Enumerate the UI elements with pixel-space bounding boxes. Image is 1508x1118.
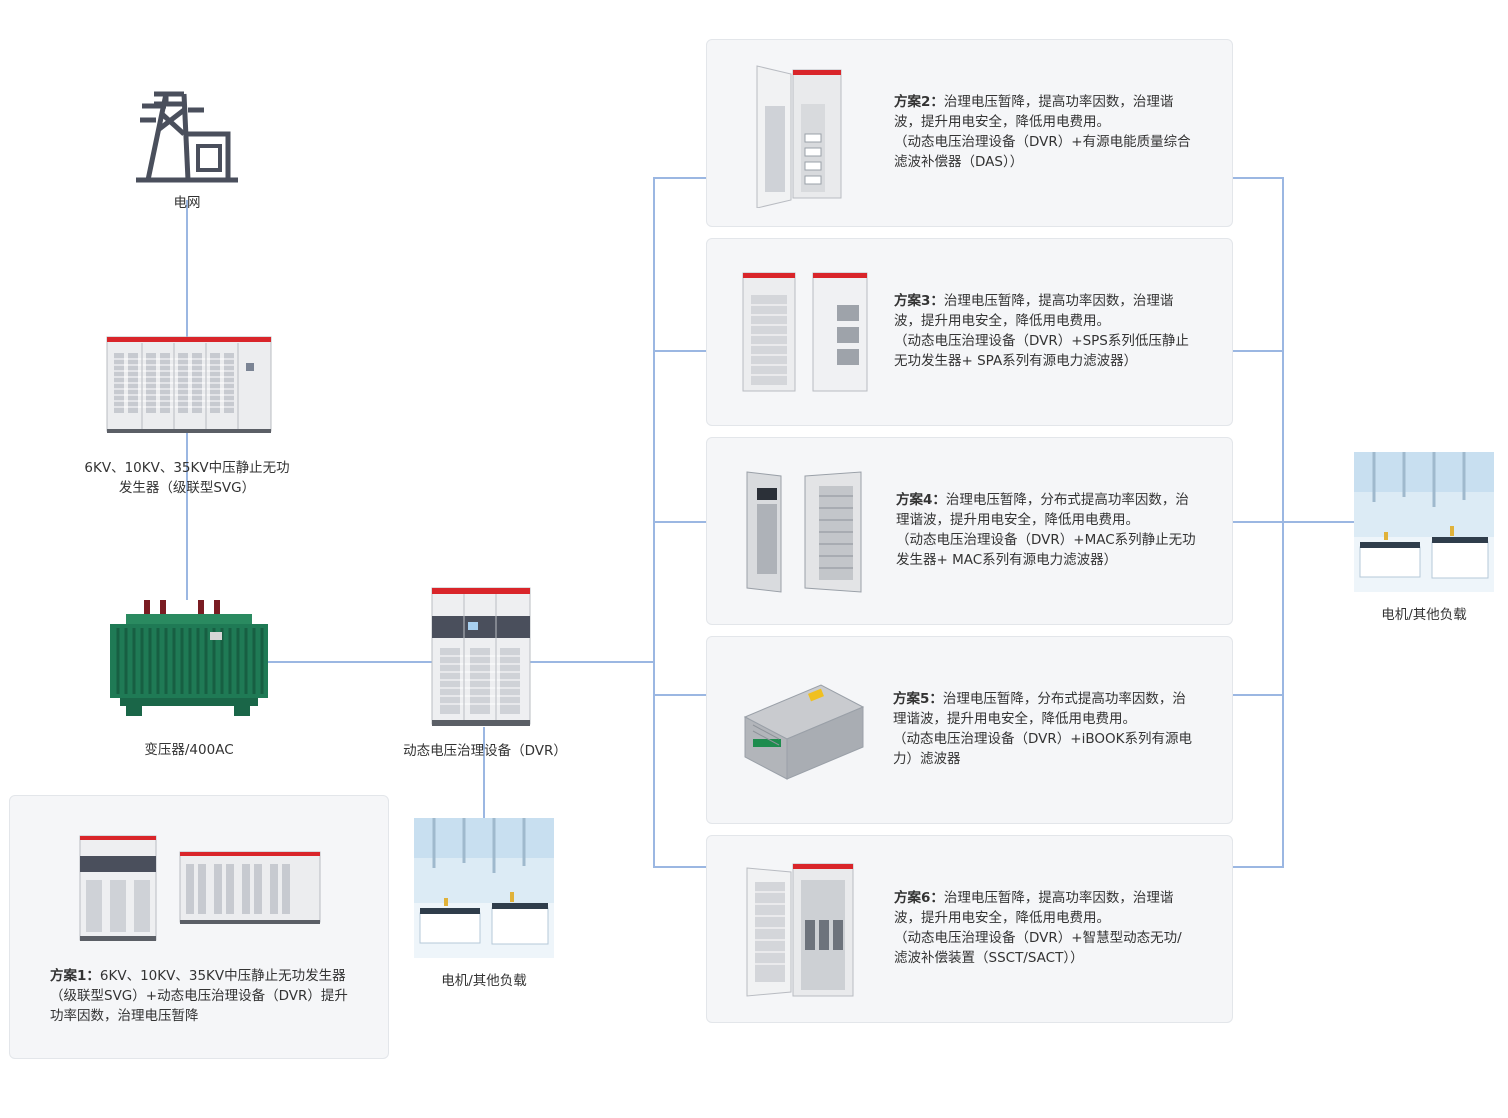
scheme1-description: 6KV、10KV、35KV中压静止无功发生器（级联型SVG）+动态电压治理设备（… [50,968,348,1024]
scheme2-detail: （动态电压治理设备（DVR）+有源电能质量综合滤波补偿器（DAS）） [894,134,1191,170]
scheme1-title: 方案1： [50,968,100,984]
svg-cabinet-image [106,333,272,435]
scheme2-card: 方案2：治理电压暂降，提高功率因数，治理谐波，提升用电安全，降低用电费用。 （动… [706,39,1233,227]
dvr-label: 动态电压治理设备（DVR） [403,743,567,759]
scheme4-device-image [743,468,873,594]
scheme3-card: 方案3：治理电压暂降，提高功率因数，治理谐波，提升用电安全，降低用电费用。 （动… [706,238,1233,426]
grid-label: 电网 [173,195,201,211]
scheme4-description: 治理电压暂降，分布式提高功率因数，治理谐波，提升用电安全，降低用电费用。 [896,492,1189,528]
lab-load-image [414,818,554,958]
scheme6-title: 方案6： [894,890,944,906]
scheme2-title: 方案2： [894,94,944,110]
scheme2-device-image [753,64,849,208]
scheme3-description: 治理电压暂降，提高功率因数，治理谐波，提升用电安全，降低用电费用。 [894,293,1174,329]
scheme4-title: 方案4： [896,492,946,508]
transformer-label: 变压器/400AC [144,742,234,758]
right-branch-2 [1233,177,1284,179]
bus-branch-3 [653,350,706,352]
dvr-cabinet-image [430,586,532,728]
right-branch-3 [1233,350,1284,352]
scheme3-detail: （动态电压治理设备（DVR）+SPS系列低压静止无功发生器+ SPA系列有源电力… [894,333,1189,369]
load-right-label: 电机/其他负载 [1381,607,1467,623]
bus-branch-6 [653,866,706,868]
load-center-label: 电机/其他负载 [441,973,527,989]
connector-dvr-to-bus [530,661,655,663]
scheme3-title: 方案3： [894,293,944,309]
scheme6-text: 方案6：治理电压暂降，提高功率因数，治理谐波，提升用电安全，降低用电费用。 （动… [894,888,1194,968]
scheme2-description: 治理电压暂降，提高功率因数，治理谐波，提升用电安全，降低用电费用。 [894,94,1174,130]
scheme5-description: 治理电压暂降，分布式提高功率因数，治理谐波，提升用电安全，降低用电费用。 [893,691,1186,727]
scheme1-devices-image [78,832,324,944]
bus-branch-4 [653,521,706,523]
right-branch-6 [1233,866,1284,868]
scheme5-text: 方案5：治理电压暂降，分布式提高功率因数，治理谐波，提升用电安全，降低用电费用。… [893,689,1193,769]
scheme6-device-image [745,860,857,1000]
svg-device-label: 6KV、10KV、35KV中压静止无功发生器（级联型SVG） [84,460,290,496]
scheme2-text: 方案2：治理电压暂降，提高功率因数，治理谐波，提升用电安全，降低用电费用。 （动… [894,92,1194,172]
lab-load-image-right [1354,452,1494,592]
scheme5-device-image [743,681,865,781]
power-tower-icon [136,90,238,184]
bus-branch-5 [653,694,706,696]
scheme4-text: 方案4：治理电压暂降，分布式提高功率因数，治理谐波，提升用电安全，降低用电费用。… [896,490,1196,570]
scheme3-text: 方案3：治理电压暂降，提高功率因数，治理谐波，提升用电安全，降低用电费用。 （动… [894,291,1199,371]
scheme5-detail: （动态电压治理设备（DVR）+iBOOK系列有源电力）滤波器 [893,731,1192,767]
scheme1-text: 方案1：6KV、10KV、35KV中压静止无功发生器（级联型SVG）+动态电压治… [50,966,360,1026]
right-branch-4 [1233,521,1284,523]
scheme6-card: 方案6：治理电压暂降，提高功率因数，治理谐波，提升用电安全，降低用电费用。 （动… [706,835,1233,1023]
transformer-image [106,598,272,720]
scheme4-card: 方案4：治理电压暂降，分布式提高功率因数，治理谐波，提升用电安全，降低用电费用。… [706,437,1233,625]
scheme4-detail: （动态电压治理设备（DVR）+MAC系列静止无功发生器+ MAC系列有源电力滤波… [896,532,1196,568]
scheme3-device-image [741,269,871,395]
bus-branch-2 [653,177,706,179]
scheme1-card: 方案1：6KV、10KV、35KV中压静止无功发生器（级联型SVG）+动态电压治… [9,795,389,1059]
connector-dvr-to-load [483,727,485,820]
scheme6-detail: （动态电压治理设备（DVR）+智慧型动态无功/滤波补偿装置（SSCT/SACT）… [894,930,1182,966]
right-branch-5 [1233,694,1284,696]
connector-right-bus-to-load [1282,521,1354,523]
connector-transformer-to-dvr [266,661,432,663]
scheme6-description: 治理电压暂降，提高功率因数，治理谐波，提升用电安全，降低用电费用。 [894,890,1174,926]
scheme5-card: 方案5：治理电压暂降，分布式提高功率因数，治理谐波，提升用电安全，降低用电费用。… [706,636,1233,824]
scheme5-title: 方案5： [893,691,943,707]
